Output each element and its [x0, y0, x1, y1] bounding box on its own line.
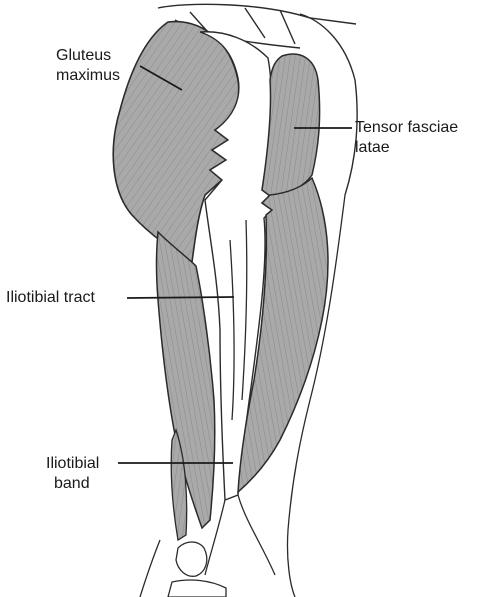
label-iliotibial-tract: Iliotibial tract	[6, 288, 95, 308]
label-gluteus-maximus: Gluteus maximus	[56, 46, 120, 86]
label-gluteus-line2: maximus	[56, 66, 120, 86]
label-tensor-line1: Tensor fasciae	[355, 118, 458, 138]
tensor-fasciae-latae-muscle	[262, 54, 320, 196]
label-band-line2: band	[46, 474, 99, 494]
leader-tract	[127, 297, 234, 298]
label-iliotibial-band: Iliotibial band	[46, 454, 99, 494]
label-band-line1: Iliotibial	[46, 454, 99, 474]
label-tract-text: Iliotibial tract	[6, 289, 95, 306]
label-gluteus-line1: Gluteus	[56, 46, 120, 66]
knee-region	[168, 542, 226, 597]
label-tensor-fasciae-latae: Tensor fasciae latae	[355, 118, 458, 158]
label-tensor-line2: latae	[355, 138, 458, 158]
